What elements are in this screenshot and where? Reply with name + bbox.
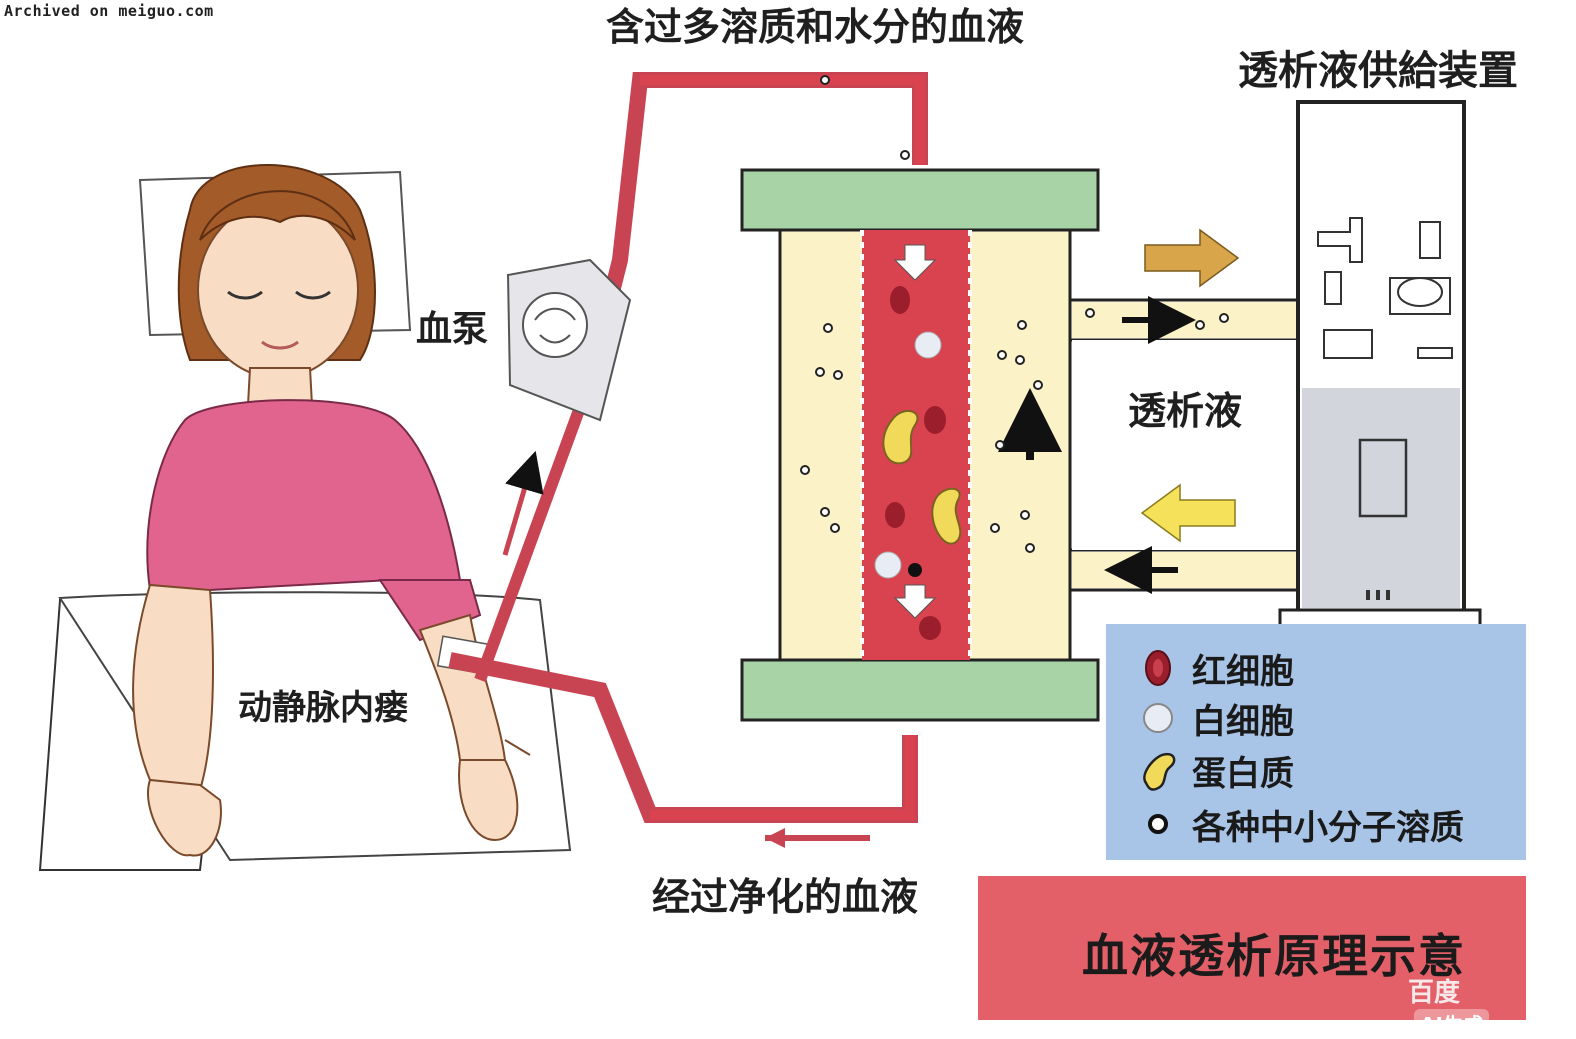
blood-tubing [448,72,928,848]
diagram-title: 血液透析原理示意 [1082,929,1466,983]
legend: 红细胞 白细胞 蛋白质 各种中小分子溶质 [1106,624,1526,860]
clean-blood-label: 经过净化的血液 [652,875,919,919]
title-panel: 血液透析原理示意 百度AI生成 [978,876,1526,1038]
supply-device [1278,100,1482,630]
legend-label: 各种中小分子溶质 [1192,807,1464,848]
top-blood-label: 含过多溶质和水分的血液 [606,5,1025,49]
red-cell-icon [1145,650,1171,686]
brand-name: 百度 [1408,978,1461,1008]
av-fistula-label: 动静脉内瘘 [238,688,408,728]
dialyzer [740,75,1300,910]
legend-label: 红细胞 [1192,651,1294,692]
protein-icon [1143,752,1176,791]
legend-label: 白细胞 [1192,701,1294,742]
legend-item-solute: 各种中小分子溶质 [1138,798,1464,850]
legend-label: 蛋白质 [1192,753,1294,794]
blood-pump [506,258,632,422]
white-cell-icon [1143,703,1173,733]
solute-icon [1148,814,1168,834]
legend-item-protein: 蛋白质 [1138,744,1294,796]
archive-watermark: Archived on meiguo.com [4,2,214,20]
flow-arrows [1140,228,1240,543]
blood-pump-label: 血泵 [416,309,489,350]
dialysate-label: 透析液 [1128,389,1243,433]
supply-device-label: 透析液供給装置 [1238,48,1518,94]
legend-item-white-cell: 白细胞 [1138,692,1294,744]
legend-item-red-cell: 红细胞 [1138,642,1294,694]
brand-mark: 百度AI生成 [1408,972,1526,1039]
